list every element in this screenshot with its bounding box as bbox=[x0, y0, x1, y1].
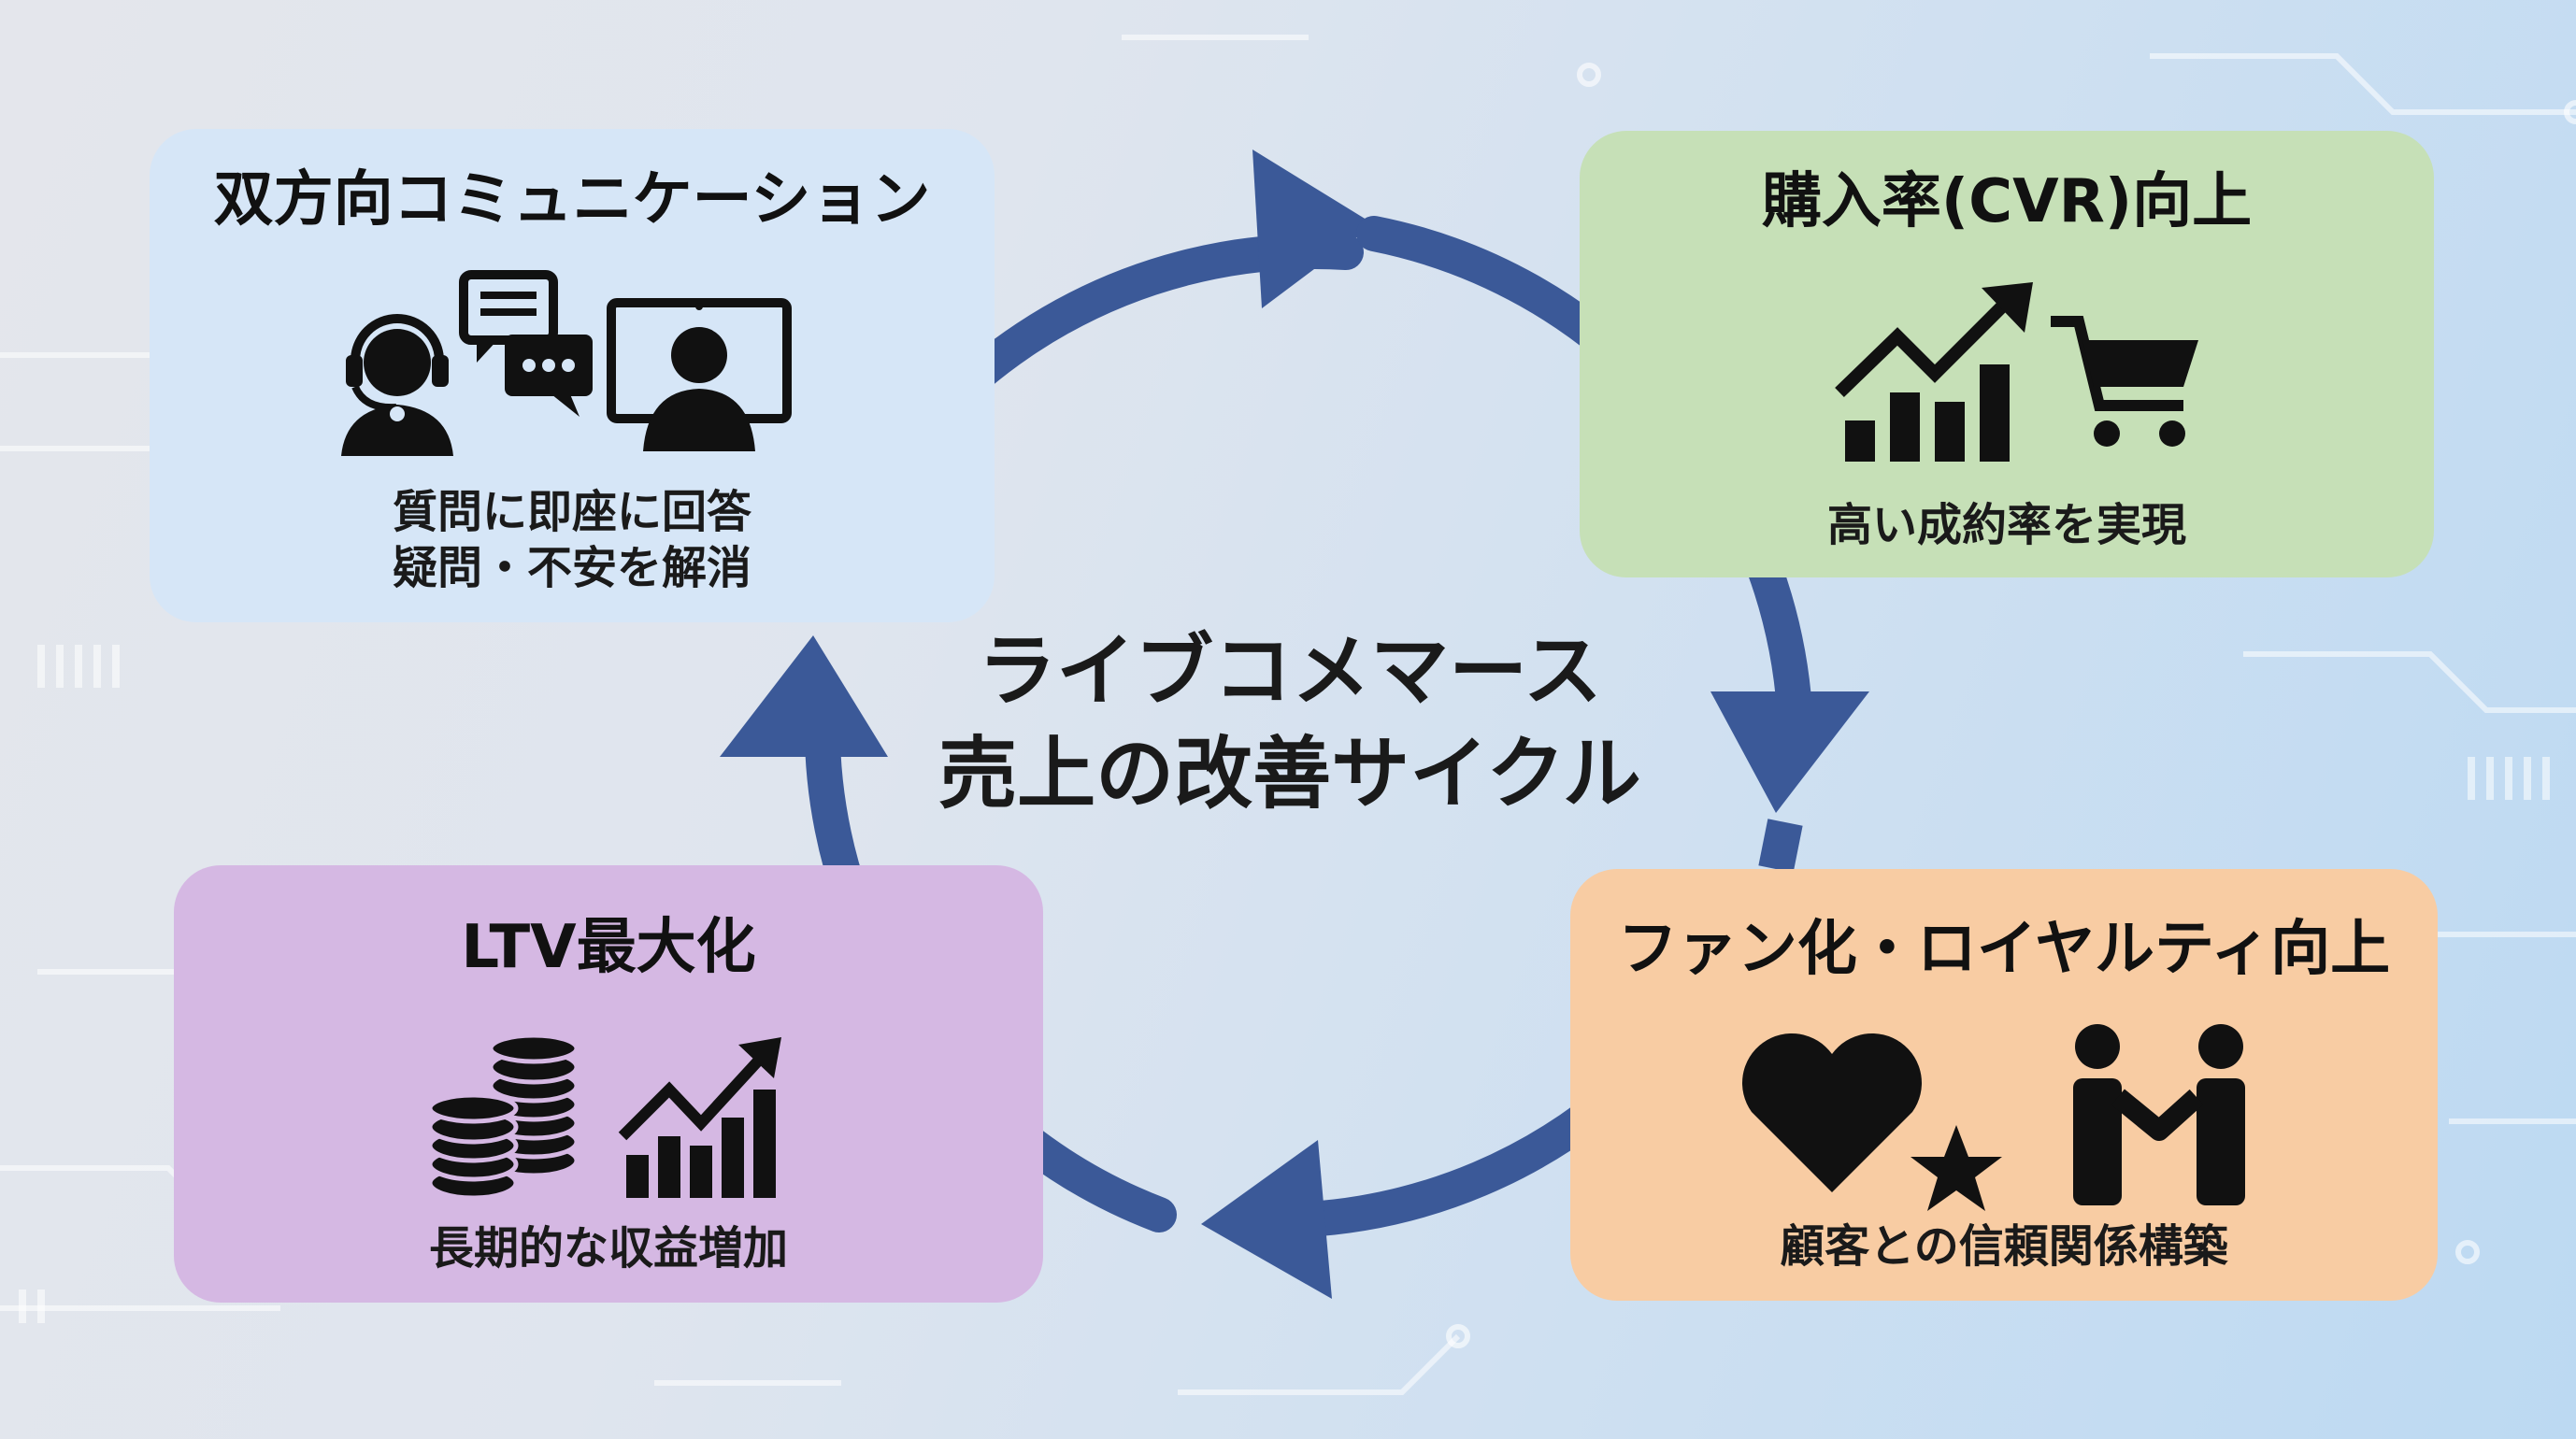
card-subtitle-1: 顧客との信頼関係構築 bbox=[1780, 1220, 2228, 1273]
headset-support-icon bbox=[341, 314, 453, 456]
growth-chart-icon bbox=[1835, 282, 2033, 462]
growth-chart-icon bbox=[618, 1037, 781, 1198]
card-fan-loyalty: ファン化・ロイヤルティ向上 顧客との信頼関係構築 bbox=[1570, 869, 2438, 1301]
card-icons bbox=[150, 269, 995, 456]
center-title-line1: ライブコメマース bbox=[978, 625, 1602, 717]
center-title-line2: 売上の改善サイクル bbox=[938, 728, 1641, 819]
heart-icon bbox=[1742, 1033, 1922, 1192]
card-subtitle-1: 長期的な収益増加 bbox=[428, 1222, 788, 1275]
star-icon bbox=[1911, 1125, 2002, 1211]
card-subtitle-2: 疑問・不安を解消 bbox=[392, 542, 751, 594]
card-icons bbox=[1580, 271, 2434, 462]
card-title: 双方向コミュニケーション bbox=[213, 165, 931, 235]
card-ltv-maximization: LTV最大化 bbox=[174, 865, 1043, 1303]
arrowhead-top bbox=[1252, 150, 1374, 308]
card-title: ファン化・ロイヤルティ向上 bbox=[1617, 915, 2391, 984]
shopping-cart-icon bbox=[2051, 316, 2198, 447]
card-two-way-communication: 双方向コミュニケーション 質問に即座に回答 bbox=[150, 129, 995, 622]
coin-stacks-icon bbox=[427, 1033, 580, 1201]
card-title: LTV最大化 bbox=[461, 913, 756, 982]
video-call-icon bbox=[607, 298, 792, 451]
arrowhead-left bbox=[720, 635, 888, 757]
arrowhead-bottom bbox=[1201, 1140, 1332, 1299]
arrowhead-right bbox=[1710, 691, 1869, 813]
card-cvr-improvement: 購入率(CVR)向上 高い成約率を実現 bbox=[1580, 131, 2434, 577]
card-icons bbox=[1570, 1019, 2438, 1211]
handshake-people-icon bbox=[2073, 1024, 2245, 1205]
card-icons bbox=[174, 1015, 1043, 1202]
chat-bubbles-icon bbox=[459, 270, 593, 417]
card-subtitle-1: 高い成約率を実現 bbox=[1826, 499, 2186, 551]
card-subtitle-1: 質問に即座に回答 bbox=[392, 486, 751, 538]
card-title: 購入率(CVR)向上 bbox=[1761, 167, 2253, 236]
